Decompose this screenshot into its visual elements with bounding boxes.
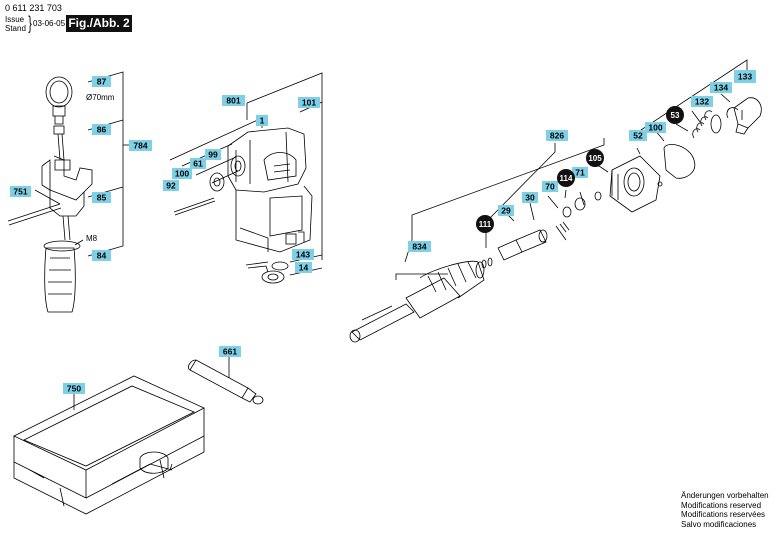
- note-line-es: Salvo modificaciones: [681, 519, 757, 529]
- svg-text:111: 111: [479, 220, 492, 229]
- issue-date: 03-06-05: [33, 19, 66, 28]
- label-132: 132: [691, 96, 713, 107]
- svg-text:826: 826: [550, 131, 564, 141]
- thread-annotation: M8: [86, 234, 98, 243]
- brace-symbol: }: [28, 13, 32, 33]
- label-30: 30: [522, 192, 538, 203]
- badge-111: 111: [476, 215, 494, 233]
- label-784: 784: [129, 140, 152, 151]
- svg-text:114: 114: [560, 174, 573, 183]
- svg-text:101: 101: [302, 98, 316, 108]
- hammer-mechanism-group: [349, 59, 762, 343]
- grease-tube-group: [188, 356, 264, 405]
- issue-stand-labels: Issue Stand: [5, 15, 26, 33]
- label-826: 826: [546, 130, 568, 141]
- stand-label: Stand: [5, 24, 26, 33]
- badge-105: 105: [586, 149, 604, 167]
- svg-text:85: 85: [97, 193, 107, 203]
- label-1: 1: [256, 115, 268, 126]
- label-boxes: 87 86 784 751 85 84 801 101 1 61 99 100 …: [10, 70, 756, 394]
- svg-text:99: 99: [208, 150, 218, 160]
- svg-text:70: 70: [545, 182, 555, 192]
- svg-text:750: 750: [67, 384, 81, 394]
- svg-text:784: 784: [133, 141, 147, 151]
- label-29: 29: [498, 205, 514, 216]
- label-99: 99: [205, 149, 221, 160]
- label-84: 84: [92, 250, 111, 261]
- svg-text:100: 100: [648, 123, 662, 133]
- label-87: 87: [92, 76, 111, 87]
- label-143: 143: [292, 249, 314, 260]
- svg-text:661: 661: [223, 347, 237, 357]
- badge-114: 114: [557, 169, 575, 187]
- svg-text:751: 751: [13, 187, 27, 197]
- issue-label: Issue: [5, 15, 25, 24]
- svg-text:87: 87: [97, 77, 107, 87]
- label-750: 750: [63, 383, 85, 394]
- label-92: 92: [163, 180, 179, 191]
- diameter-annotation: Ø70mm: [86, 93, 115, 102]
- svg-text:801: 801: [226, 96, 240, 106]
- svg-text:105: 105: [588, 154, 602, 163]
- svg-text:86: 86: [97, 125, 107, 135]
- label-70: 70: [542, 181, 558, 192]
- svg-text:133: 133: [738, 72, 752, 82]
- label-100-left: 100: [172, 168, 192, 179]
- svg-text:61: 61: [193, 159, 203, 169]
- label-101: 101: [298, 97, 320, 108]
- label-52: 52: [629, 130, 647, 141]
- label-85: 85: [92, 192, 111, 203]
- badge-53: 53: [666, 106, 684, 124]
- note-line-fr: Modifications reservées: [681, 510, 766, 519]
- svg-text:92: 92: [166, 181, 176, 191]
- modifications-note: Änderungen vorbehalten Modifications res…: [681, 491, 769, 529]
- note-line-de: Änderungen vorbehalten: [681, 491, 769, 500]
- label-751: 751: [10, 186, 31, 197]
- svg-text:52: 52: [633, 131, 643, 141]
- figure-title: Fig./Abb. 2: [66, 15, 132, 32]
- label-661: 661: [219, 346, 241, 357]
- label-834: 834: [408, 241, 431, 252]
- carrying-case-group: [13, 375, 205, 515]
- label-71: 71: [572, 167, 588, 178]
- label-100-right: 100: [645, 122, 666, 133]
- svg-text:100: 100: [175, 169, 189, 179]
- label-801: 801: [222, 95, 245, 106]
- dark-badges: 53 105 114 111: [476, 106, 684, 233]
- svg-text:143: 143: [296, 250, 310, 260]
- part-number: 0 611 231 703: [5, 3, 62, 13]
- svg-text:29: 29: [501, 206, 511, 216]
- svg-text:834: 834: [412, 242, 426, 252]
- svg-text:14: 14: [299, 263, 309, 273]
- label-134: 134: [710, 82, 732, 93]
- svg-text:30: 30: [525, 193, 535, 203]
- svg-text:53: 53: [671, 111, 680, 120]
- svg-text:134: 134: [714, 83, 728, 93]
- svg-text:1: 1: [260, 116, 265, 126]
- label-14: 14: [295, 262, 312, 273]
- svg-text:132: 132: [695, 97, 709, 107]
- note-line-en: Modifications reserved: [681, 500, 762, 510]
- label-61: 61: [190, 158, 206, 169]
- label-133: 133: [734, 70, 756, 83]
- svg-text:84: 84: [97, 251, 107, 261]
- label-86: 86: [92, 124, 111, 135]
- svg-text:71: 71: [575, 168, 585, 178]
